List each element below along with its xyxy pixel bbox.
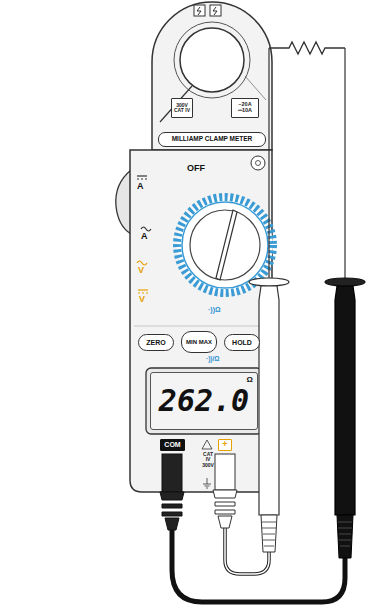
backlight-icon xyxy=(256,161,261,166)
button-function-label: ·))/Ω xyxy=(206,356,220,363)
jaw-split xyxy=(160,86,192,122)
backlight-button xyxy=(251,156,265,170)
plus-jack-label: + xyxy=(218,439,232,451)
red-plug-boot xyxy=(213,490,237,528)
probe-guard xyxy=(249,278,289,286)
range-label: ·))Ω xyxy=(208,306,221,313)
jaw-opening xyxy=(180,28,244,92)
red-plug xyxy=(215,454,235,490)
hazard-box xyxy=(210,5,221,16)
node-text: 300V CAT IV xyxy=(172,103,192,114)
black-lead-wire xyxy=(172,528,345,602)
display-bezel xyxy=(146,368,262,434)
hazard-box xyxy=(194,5,205,16)
jaw-ring xyxy=(174,22,250,98)
black-plug xyxy=(162,454,182,492)
dc-symbol xyxy=(137,179,147,180)
node-text: 262.0 xyxy=(159,385,249,417)
probe-tip xyxy=(268,48,269,278)
node-text: HOLD xyxy=(232,339,252,346)
warning-triangle xyxy=(202,440,212,449)
probe-handle xyxy=(335,286,355,515)
jack-rating-label: CAT IV 300V xyxy=(200,452,216,468)
dial-pointer xyxy=(216,210,237,280)
jaw-trigger xyxy=(116,170,131,234)
model-band: MILLIAMP CLAMP METER xyxy=(158,132,266,147)
rating-box: 300V CAT IV xyxy=(171,98,193,118)
node-subtext: ⎓10A xyxy=(238,108,252,114)
lcd-display: 262.0Ω xyxy=(150,372,258,430)
probe-ribs xyxy=(338,522,352,546)
probe-handle xyxy=(259,286,279,515)
range-label: V xyxy=(138,266,144,275)
meter-body xyxy=(130,150,272,492)
dial-ring-inner xyxy=(182,202,268,288)
lightning-symbol xyxy=(213,7,217,15)
com-jack-label: COM xyxy=(160,439,185,451)
range-label: A xyxy=(137,182,144,191)
probe-boot xyxy=(261,515,277,552)
node-text: ZERO xyxy=(146,339,165,346)
probe-ribs xyxy=(262,522,276,546)
panel-line xyxy=(134,326,268,327)
clamp-head xyxy=(152,2,272,150)
range-label: OFF xyxy=(187,164,205,173)
node-text: + xyxy=(222,440,227,449)
node-text: MIN MAX xyxy=(186,339,212,345)
probe-guard xyxy=(325,278,365,286)
lightning-symbol xyxy=(197,7,201,15)
dc-symbol xyxy=(138,293,148,294)
hold-button: HOLD xyxy=(224,334,260,351)
range-label: V xyxy=(139,295,145,304)
range-label: A xyxy=(141,232,148,241)
probe-boot xyxy=(337,515,353,558)
resistor-symbol xyxy=(269,42,345,54)
jaw-edge xyxy=(245,76,266,100)
node-subtext: Ω xyxy=(247,376,253,384)
ac-symbol xyxy=(137,261,147,265)
minmax-button: MIN MAX xyxy=(181,331,217,353)
current-rating-box: ~20A⎓10A xyxy=(231,98,259,118)
black-plug-boot xyxy=(160,492,184,530)
zero-button: ZERO xyxy=(138,334,174,351)
probe-tip xyxy=(344,48,345,278)
node-text: COM xyxy=(164,441,180,448)
node-text: MILLIAMP CLAMP METER xyxy=(172,136,253,143)
ground-symbol xyxy=(203,478,211,488)
ac-symbol xyxy=(141,227,151,231)
dc-symbol xyxy=(137,175,147,176)
dial-knob xyxy=(190,210,260,280)
dc-symbol xyxy=(138,289,148,290)
